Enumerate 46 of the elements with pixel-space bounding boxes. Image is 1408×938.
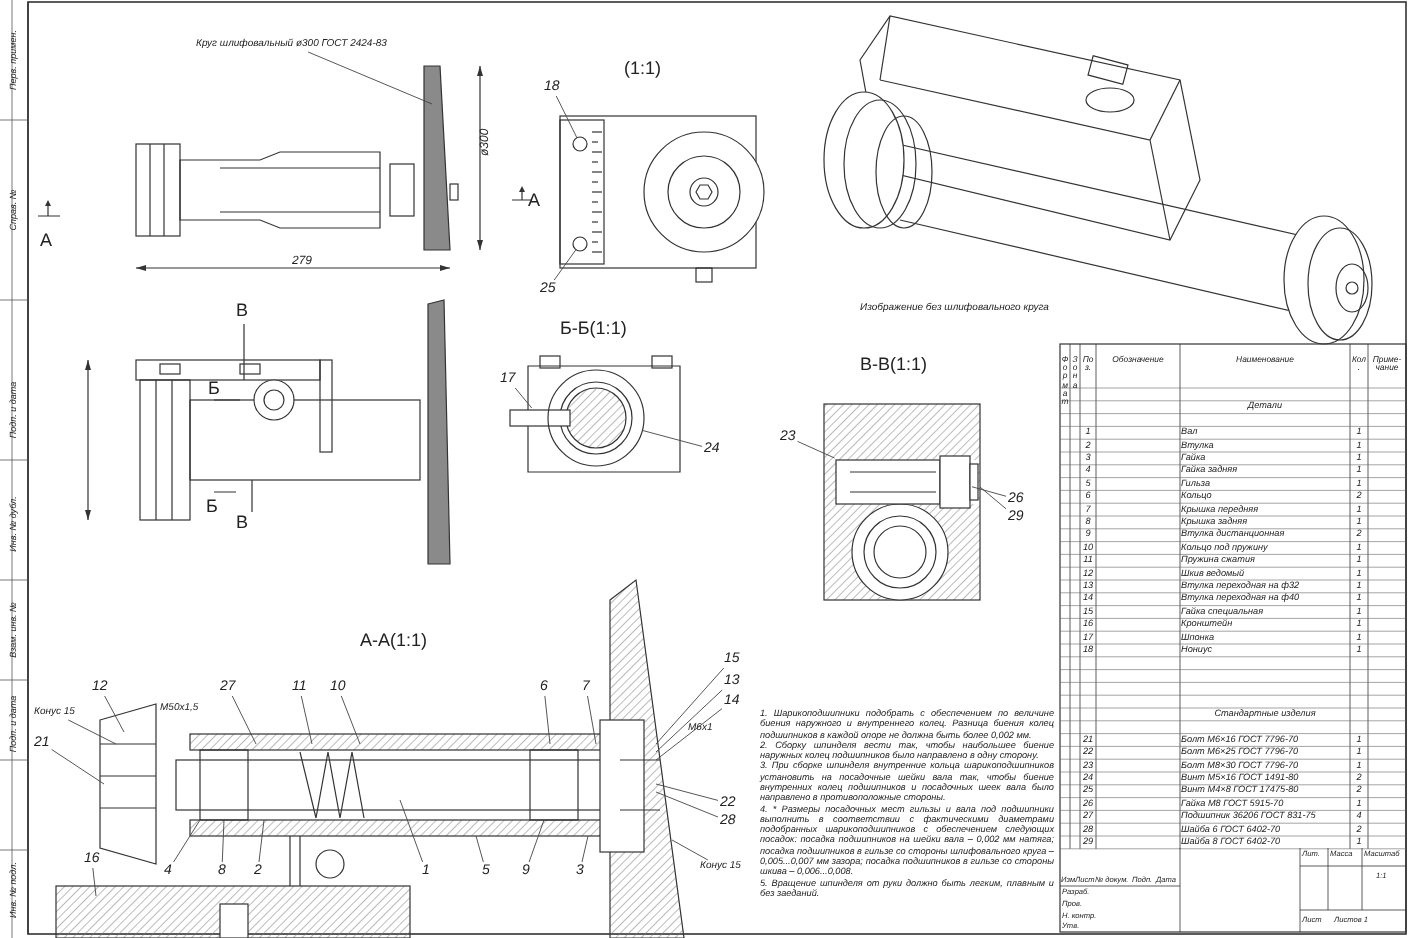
leader-line [528,819,545,863]
leader-line [553,249,577,281]
washer [969,463,979,501]
view-title: (1:1) [624,60,662,78]
leader-line [655,708,723,761]
leader-line [92,867,97,897]
screw-head [572,136,588,152]
leader-line [655,689,723,753]
section-letter: В [236,514,249,532]
leader-line [979,486,1007,510]
section-letter: Б [206,498,218,516]
view-title: А-А(1:1) [360,632,428,650]
view-title: В-В(1:1) [860,356,928,374]
leader-line [258,819,265,863]
leader-line [797,440,835,459]
leader-line [671,839,709,861]
leader-line [587,695,597,745]
leader-line [231,695,257,745]
leader-line [544,695,551,745]
screw-head [572,236,588,252]
leader-line [173,819,201,863]
leader-line [655,791,719,818]
leader-line [104,695,125,733]
section-letter: А [40,232,53,250]
section-letter: В [236,302,249,320]
leader-line [655,783,719,801]
nut [939,455,971,509]
shaft-key [509,409,571,427]
section-letter: А [528,192,541,210]
leader-line [581,835,589,863]
leader-line [655,667,725,745]
leader-line [399,799,424,863]
leader-line [67,719,117,745]
leader-line [221,819,225,863]
section-letter: Б [208,380,220,398]
view-title: Б-Б(1:1) [560,320,627,338]
leader-line [555,95,578,139]
ring [547,369,645,467]
leader-line [51,749,105,785]
leader-line [514,387,533,409]
leader-line [340,695,361,745]
leader-line [475,835,484,863]
bolt [835,459,941,505]
leader-line [300,695,313,745]
leader-line [641,429,703,447]
leader-line [971,486,1007,497]
